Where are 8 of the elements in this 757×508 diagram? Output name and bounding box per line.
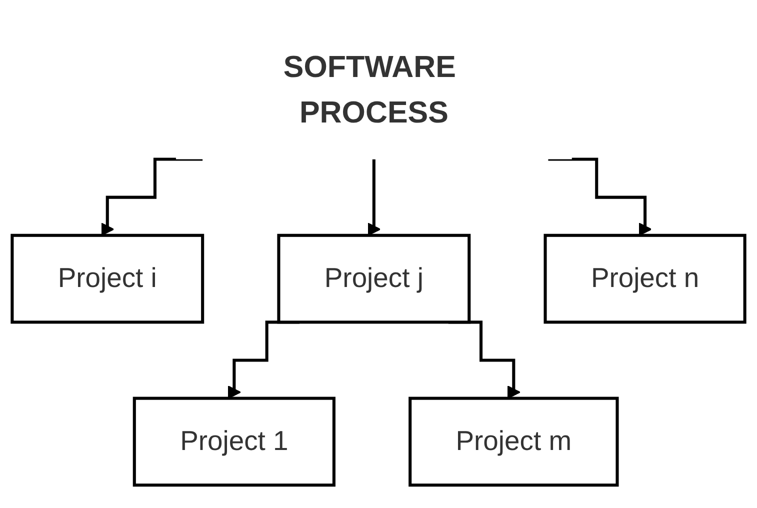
node-box: [10, 234, 204, 324]
node-box: [408, 397, 619, 487]
node-box: [132, 397, 336, 487]
arrow: [100, 158, 203, 236]
arrow: [367, 158, 381, 236]
node-box: [277, 234, 471, 324]
arrow: [548, 158, 652, 236]
node-box: [544, 234, 746, 324]
